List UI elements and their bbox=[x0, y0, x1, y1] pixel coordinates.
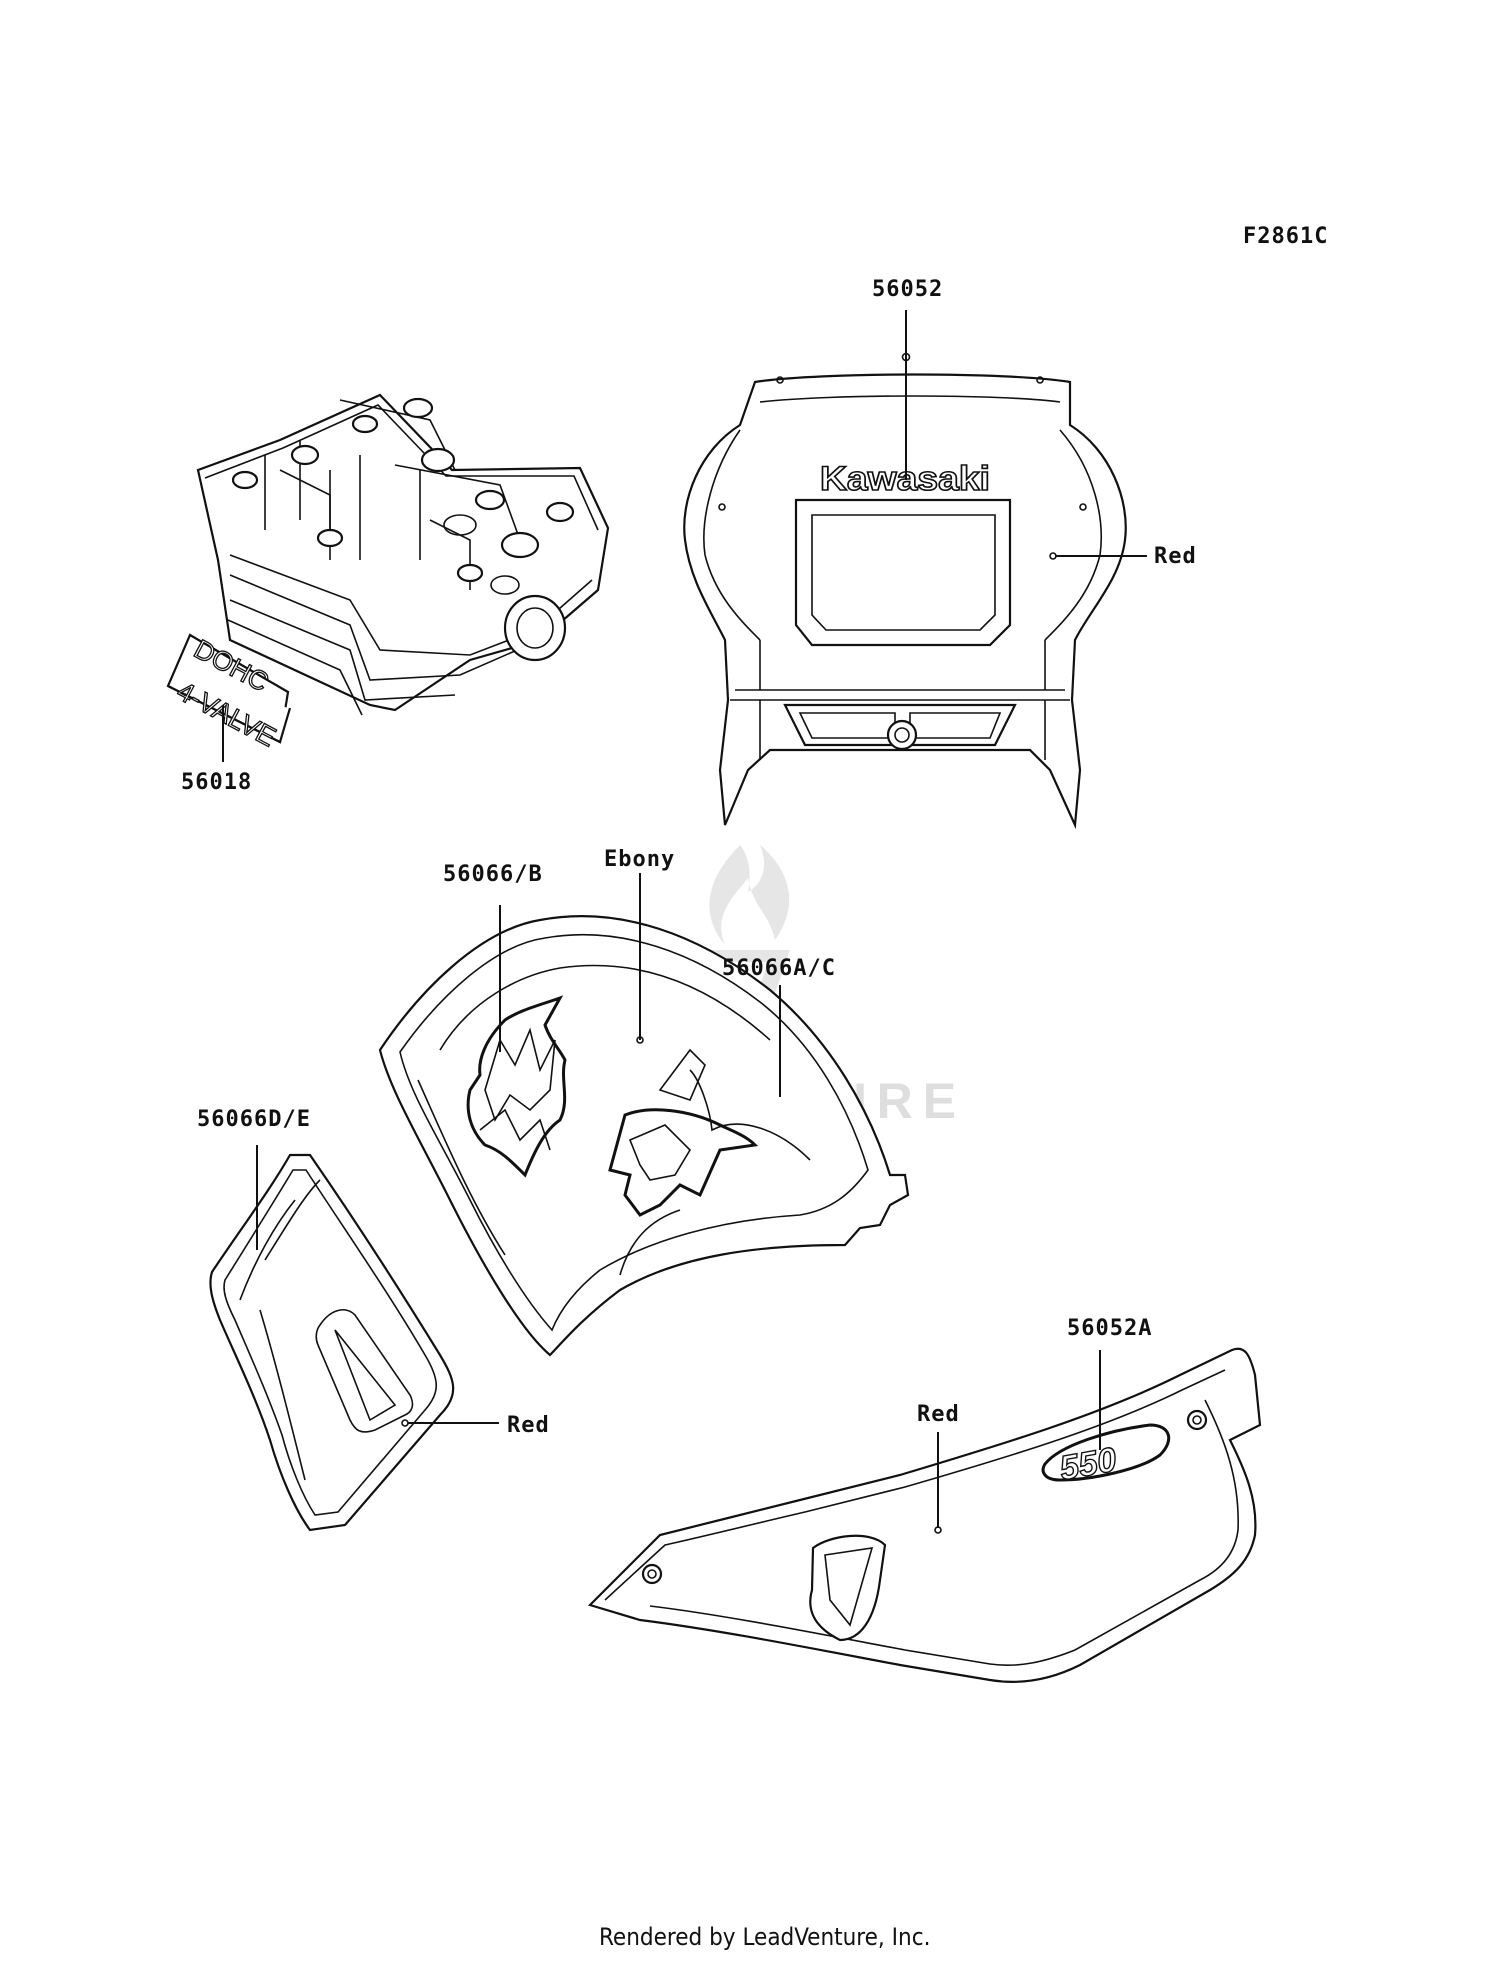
footer-credit: Rendered by LeadVenture, Inc. bbox=[599, 1923, 930, 1951]
right-side-cover-drawing: 550 bbox=[587, 1347, 1262, 1683]
left-side-cover-drawing bbox=[209, 1153, 455, 1532]
headlight-cowl-drawing: Kawasaki bbox=[683, 352, 1127, 830]
part-number-56052: 56052 bbox=[872, 277, 943, 302]
cylinder-head-drawing bbox=[196, 393, 610, 716]
figure-code: F2861C bbox=[1243, 224, 1328, 249]
part-number-56018: 56018 bbox=[181, 770, 252, 795]
color-label-side-left-red: Red bbox=[507, 1413, 550, 1438]
color-label-cowl-red: Red bbox=[1154, 544, 1197, 569]
color-label-tank-ebony: Ebony bbox=[604, 847, 675, 872]
part-number-56066-b: 56066/B bbox=[443, 862, 543, 887]
part-number-56066d-e: 56066D/E bbox=[197, 1107, 311, 1132]
part-number-56052a: 56052A bbox=[1067, 1316, 1152, 1341]
part-number-56066a-c: 56066A/C bbox=[722, 956, 836, 981]
fuel-tank-drawing bbox=[378, 915, 910, 1357]
color-label-side-right-red: Red bbox=[917, 1402, 960, 1427]
